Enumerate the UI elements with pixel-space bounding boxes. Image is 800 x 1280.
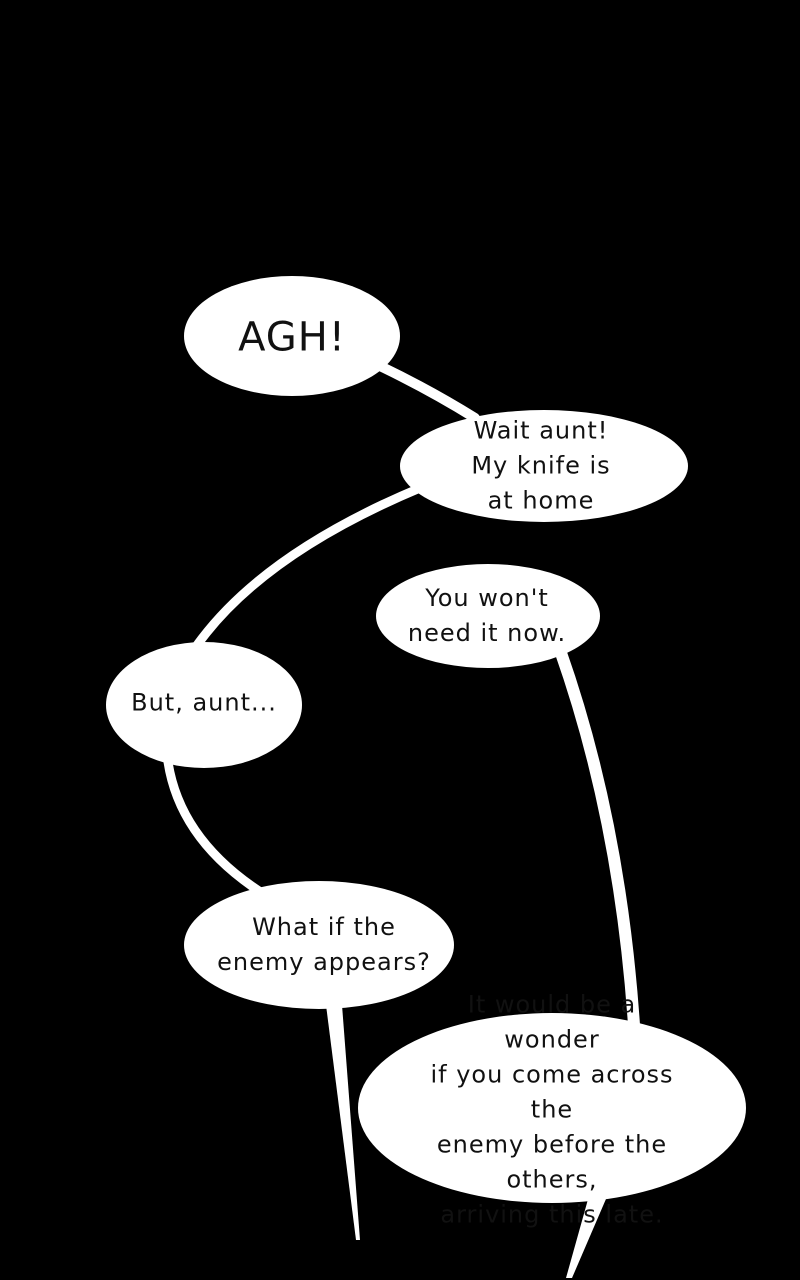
bubble-shape-wonder — [358, 1013, 746, 1203]
speech-but-aunt: But, aunt... — [131, 688, 277, 717]
bubble-shape-wont — [376, 564, 600, 668]
tail-whatif — [326, 1005, 360, 1240]
connector-wait-but — [190, 483, 425, 653]
bubble-shape-but — [106, 642, 302, 768]
speech-agh: AGH! — [238, 314, 346, 361]
tail-bigbubble — [566, 1185, 612, 1278]
speech-wait-aunt: Wait aunt! My knife is at home — [471, 416, 611, 515]
speech-wont-need: You won't need it now. — [407, 584, 567, 647]
speech-what-if: What if the enemy appears? — [217, 913, 431, 976]
connector-wont-bigbubble — [554, 644, 640, 1031]
bubble-shape-whatif — [184, 881, 454, 1009]
bubble-shape-wait — [400, 410, 688, 522]
connector-agh-wait — [375, 361, 480, 423]
speech-wonder: It would be a wonder if you come across … — [430, 990, 674, 1229]
connector-but-whatif — [163, 757, 267, 898]
bubble-shape-agh — [184, 276, 400, 396]
